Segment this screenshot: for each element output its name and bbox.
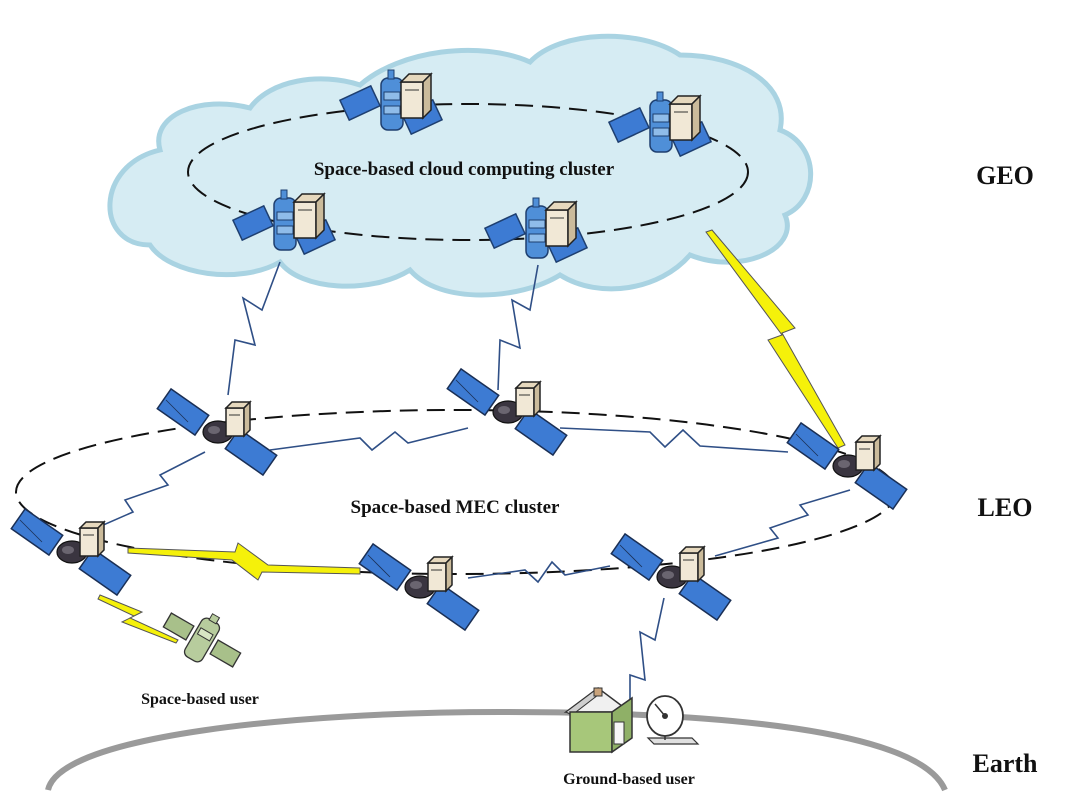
earth-arc [45,708,948,792]
geo-cluster-orbit [187,103,749,241]
leo-satellite-5 [358,543,480,631]
links-blue [84,261,851,705]
leo-satellite-1 [156,388,278,476]
leo-satellite-6 [610,533,732,621]
ground-user-icon [563,687,700,754]
layer-earth-label: Earth [973,749,1039,778]
link-leo2-leo3 [559,427,789,453]
link-leo4-leo5 [127,542,361,581]
link-leo1-leo4 [84,451,206,534]
links-yellow [97,229,846,644]
layer-leo-label: LEO [978,493,1033,522]
space-user-satellite-icon [162,612,242,668]
leo-satellite-3 [786,422,908,510]
link-leo4-space-user [97,594,179,644]
link-leo1-leo2 [269,427,469,452]
mec-cluster-label: Space-based MEC cluster [351,497,561,518]
ground-user-label: Ground-based user [563,771,695,788]
leo-satellite-4 [10,508,132,596]
link-geo4-leo2 [497,264,539,391]
cloud-cluster-label: Space-based cloud computing cluster [314,159,615,180]
space-user-label: Space-based user [141,691,259,708]
link-leo6-ground [629,597,665,705]
link-geo3-leo1 [227,261,281,396]
layer-geo-label: GEO [976,161,1034,190]
link-leo5-leo6 [467,560,611,584]
link-leo3-leo6 [714,489,851,557]
